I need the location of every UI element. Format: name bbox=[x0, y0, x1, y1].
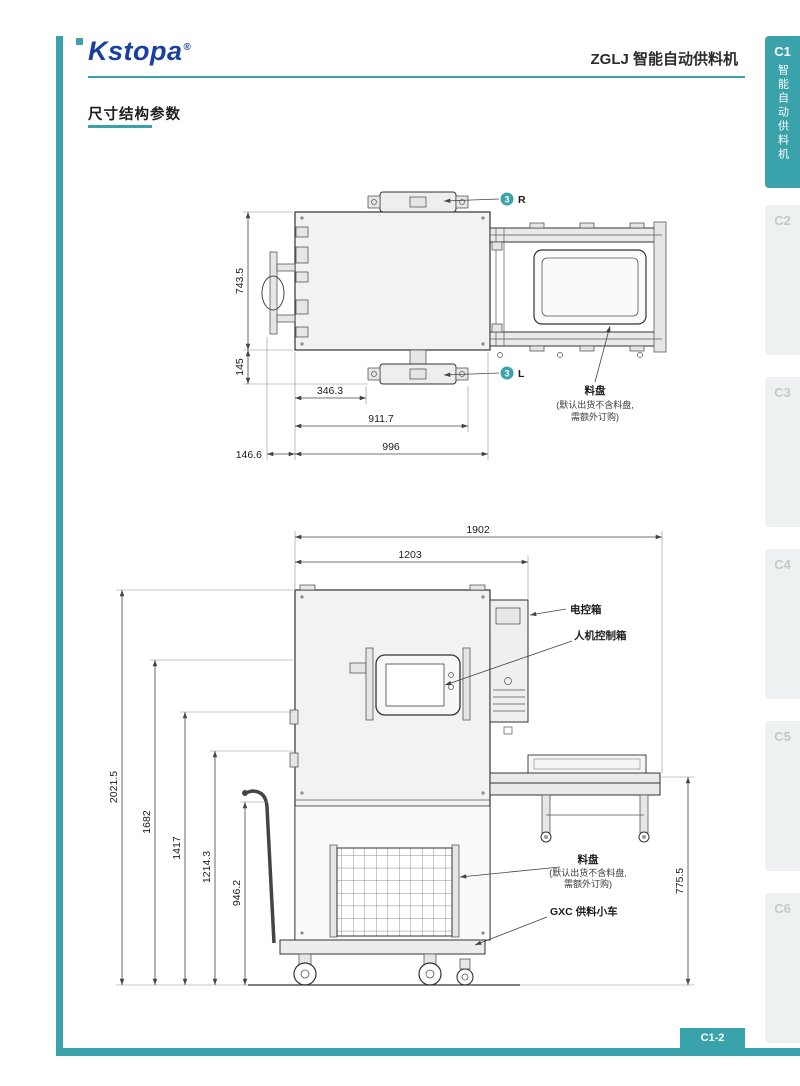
dim-label-743-5: 743.5 bbox=[234, 268, 246, 294]
tab-vertical-label: 智能自动供料机 bbox=[776, 64, 789, 162]
hmi-panel bbox=[349, 647, 471, 721]
sidebar-tab-c4: C4 bbox=[765, 549, 800, 699]
brand-logo-text: Kstopa bbox=[88, 36, 183, 66]
registered-mark: ® bbox=[183, 42, 192, 53]
dim-label-2021-5: 2021.5 bbox=[108, 771, 120, 803]
tray-top bbox=[533, 249, 647, 325]
tab-code: C1 bbox=[774, 44, 791, 59]
marker-circle-l bbox=[500, 366, 514, 380]
dim-label-996: 996 bbox=[382, 441, 400, 453]
left-accent-bar bbox=[56, 36, 63, 1056]
header-divider bbox=[88, 76, 745, 78]
label-l: L bbox=[518, 368, 525, 380]
sidebar-tab-c2: C2 bbox=[765, 205, 800, 355]
dim-label-946-2: 946.2 bbox=[231, 880, 243, 906]
electric-control-box bbox=[489, 599, 529, 735]
dim-label-1417: 1417 bbox=[171, 836, 183, 860]
tray-label: 料盘 bbox=[585, 384, 606, 397]
docking-station-top bbox=[489, 221, 667, 358]
tray-label-front: 料盘 bbox=[578, 853, 599, 866]
handwheel-top bbox=[261, 251, 296, 335]
bottom-accent-bar bbox=[56, 1048, 800, 1056]
dim-label-775-5: 775.5 bbox=[674, 868, 686, 894]
extension-lines-front bbox=[116, 531, 694, 986]
clamp-unit-r bbox=[367, 191, 469, 213]
docking-conveyor-front bbox=[489, 754, 661, 843]
marker-circle-r bbox=[500, 192, 514, 206]
dim-label-146-6: 146.6 bbox=[236, 449, 262, 461]
section-title-underline bbox=[88, 125, 152, 128]
tray-note-2-front: 需额外订购) bbox=[564, 878, 612, 889]
section-title: 尺寸结构参数 bbox=[88, 107, 181, 123]
dim-label-145: 145 bbox=[234, 358, 246, 376]
dim-label-1214-3: 1214.3 bbox=[201, 851, 213, 883]
label-r: R bbox=[518, 194, 526, 206]
front-view-drawing: 电控箱 人机控制箱 料盘 (默认出货不含料盘, 需额外订购) GXC 供料小车 … bbox=[108, 524, 694, 986]
sidebar-tab-c5: C5 bbox=[765, 721, 800, 871]
footer-page-number: C1-2 bbox=[680, 1028, 745, 1048]
top-view-drawing: 3 R 3 L 料盘 (默认出货不含料盘, 需额外订购) 743.5 145 bbox=[234, 191, 667, 461]
tray-note-1: (默认出货不含料盘, bbox=[556, 399, 634, 410]
control-box-label: 电控箱 bbox=[570, 603, 602, 616]
tray-stack bbox=[329, 844, 460, 938]
dim-label-346-3: 346.3 bbox=[317, 385, 343, 397]
cart-handle bbox=[244, 789, 276, 944]
marker-number-r: 3 bbox=[504, 195, 509, 205]
cart-label: GXC 供料小车 bbox=[550, 905, 618, 918]
machine-body-top bbox=[294, 211, 491, 351]
tray-note-1-front: (默认出货不含料盘, bbox=[549, 867, 627, 878]
tray-note-2: 需额外订购) bbox=[571, 411, 619, 422]
dim-label-1902: 1902 bbox=[466, 524, 490, 536]
sidebar-tab-c6: C6 bbox=[765, 893, 800, 1043]
sidebar-tab-c1: C1 智能自动供料机 bbox=[765, 36, 800, 188]
brand-logo: Kstopa® bbox=[88, 36, 191, 67]
dim-label-1203: 1203 bbox=[398, 549, 422, 561]
dimensions-top-view: 743.5 145 346.3 911.7 146.6 996 bbox=[234, 212, 489, 461]
hmi-box-label: 人机控制箱 bbox=[574, 629, 627, 642]
dimensions-front-view: 1902 1203 2021.5 1682 1417 1214.3 946.2 … bbox=[108, 524, 691, 985]
logo-accent-square bbox=[76, 38, 83, 45]
feeder-cart bbox=[242, 789, 486, 986]
marker-number-l: 3 bbox=[504, 369, 509, 379]
dim-label-911-7: 911.7 bbox=[368, 413, 394, 425]
page-title: ZGLJ 智能自动供料机 bbox=[590, 51, 738, 68]
dim-label-1682: 1682 bbox=[141, 810, 153, 834]
clamp-unit-l bbox=[367, 349, 469, 385]
sidebar-tab-c3: C3 bbox=[765, 377, 800, 527]
extension-lines bbox=[243, 211, 489, 460]
